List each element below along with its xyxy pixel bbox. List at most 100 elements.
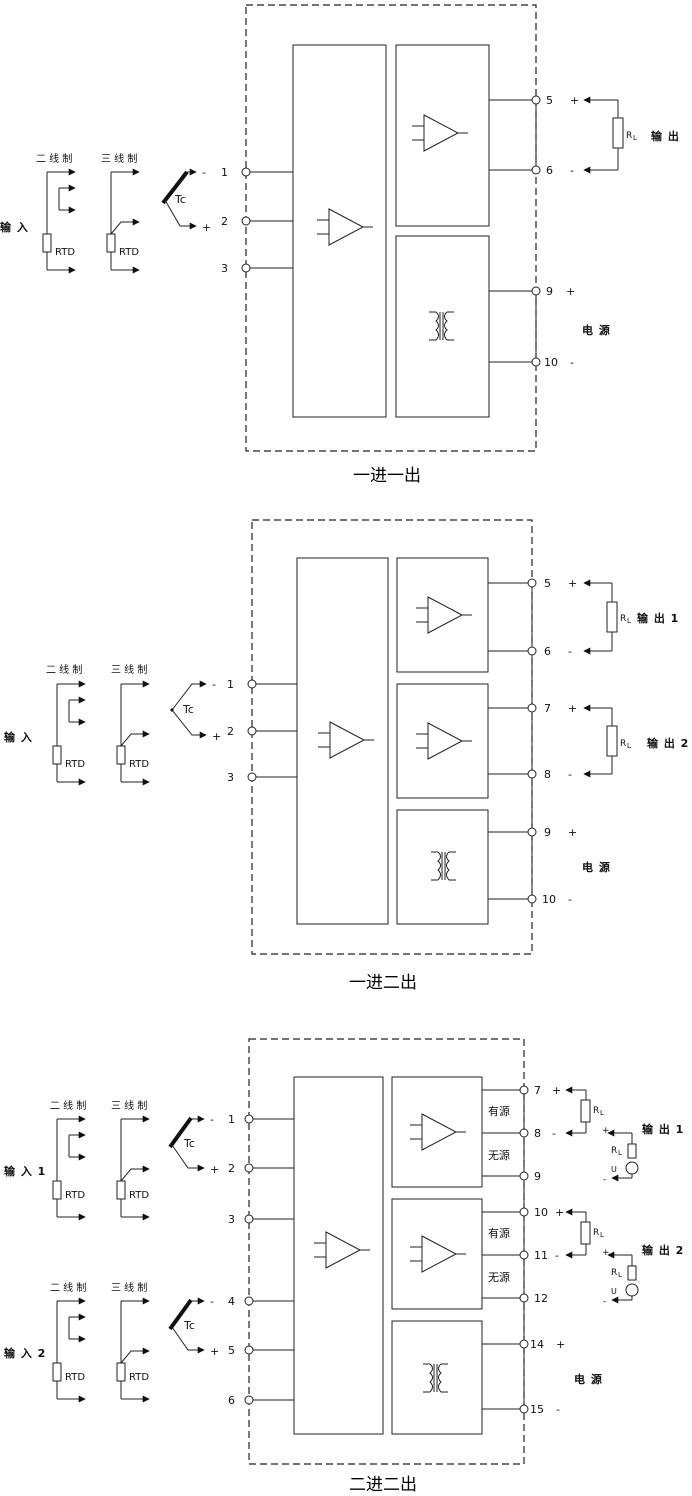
label-text: 5 — [228, 1344, 235, 1357]
output-block-1 — [395, 44, 490, 227]
label-text: + — [202, 221, 211, 234]
module-enclosure-1 — [245, 4, 537, 452]
label-text: - — [552, 1127, 556, 1140]
label-text: + — [570, 94, 579, 107]
label-text: 11 — [534, 1249, 548, 1262]
label-text: 10 — [544, 356, 558, 369]
power-label: 电 源 — [582, 323, 611, 337]
input-block-1 — [292, 44, 387, 418]
input-block-3 — [293, 1076, 384, 1435]
wire-line — [527, 894, 537, 904]
label-text: 5 — [544, 577, 551, 590]
wire-line — [519, 1128, 529, 1138]
wire-line — [168, 1116, 193, 1149]
label-text: - — [570, 356, 574, 369]
label-text: U — [611, 1287, 617, 1296]
output-label: 输 出 — [651, 129, 680, 143]
label-text: + — [556, 1338, 565, 1351]
terminal-2 — [241, 216, 251, 226]
label-text: 输 出 1 — [642, 1122, 684, 1136]
wire-line — [171, 709, 207, 739]
label-text: RTD — [129, 1190, 149, 1201]
wire-line — [171, 1144, 205, 1172]
label-text: 3 — [227, 771, 234, 784]
label-text: L — [618, 1149, 622, 1157]
label-text: L — [600, 1231, 604, 1239]
terminal-6 — [531, 165, 541, 175]
label-text: - — [570, 164, 574, 177]
label-text: 1 — [227, 678, 234, 691]
wire-line — [627, 1265, 637, 1281]
two-wire-label: 二 线 制 — [36, 152, 72, 165]
wire-line — [244, 1114, 254, 1124]
label-text: 4 — [228, 1295, 235, 1308]
wire-line — [519, 1293, 529, 1303]
label-text: 输 入 — [4, 730, 33, 744]
label-text: + — [568, 702, 577, 715]
output-block-3b — [391, 1198, 483, 1310]
label-text: R — [611, 1146, 617, 1156]
label-text: 8 — [534, 1127, 541, 1140]
label-text: R — [626, 131, 632, 141]
wire-line — [171, 680, 207, 711]
label-text: RTD — [55, 247, 75, 258]
wire-line — [53, 1301, 149, 1399]
diagram-1: 1 2 3 5 + 6 - 9 + 10 - 电 源 R L 输 出 — [0, 4, 680, 486]
wire-line — [527, 703, 537, 713]
label-text: + — [210, 1163, 219, 1176]
label-text: 输 出 2 — [647, 736, 689, 750]
diagram-3: 1 2 3 4 5 6 有源 无源 有源 无源 7 + 8 - 9 10 + 1 — [4, 1038, 684, 1495]
wire-line — [247, 679, 257, 689]
caption-1: 一进一出 — [353, 466, 421, 486]
wire-line — [519, 1085, 529, 1095]
label-text: + — [555, 1206, 564, 1219]
label-text: 7 — [544, 702, 551, 715]
label-text: Tc — [182, 703, 194, 716]
module-enclosure-2 — [251, 519, 533, 955]
wire-line — [244, 1345, 254, 1355]
wire-line — [244, 1296, 254, 1306]
wire-line — [244, 1214, 254, 1224]
label-text: + — [602, 1248, 610, 1258]
label-text: - — [568, 768, 572, 781]
label-text: 输 出 2 — [642, 1243, 684, 1257]
label-text: L — [627, 617, 631, 625]
active-label: 有源 — [488, 1104, 510, 1118]
label-text: 3 — [228, 1213, 235, 1226]
label-text: + — [552, 1084, 561, 1097]
label-text: 2 — [228, 1162, 235, 1175]
three-wire-label: 三 线 制 — [101, 152, 137, 165]
caption-2: 一进二出 — [349, 973, 417, 993]
wire-line — [527, 827, 537, 837]
label-text: 有源 — [488, 1226, 510, 1240]
label-text: - — [603, 1297, 606, 1307]
label-text: RTD — [119, 247, 139, 258]
label-text: - — [210, 1113, 214, 1126]
label-text: 6 — [228, 1394, 235, 1407]
label-text: 电 源 — [582, 860, 611, 874]
label-text: L — [633, 134, 637, 142]
wire-line — [519, 1171, 529, 1181]
label-text: + — [568, 826, 577, 839]
terminal-label: 2 — [221, 215, 228, 228]
label-text: R — [593, 1228, 599, 1238]
wire-line — [627, 1143, 637, 1159]
label-text: + — [212, 730, 221, 743]
label-text: 输 入 2 — [4, 1346, 46, 1360]
label-text: 9 — [544, 826, 551, 839]
terminal-label: 1 — [221, 166, 228, 179]
label-text: 三 线 制 — [111, 1099, 147, 1112]
wire-line — [519, 1404, 529, 1414]
label-text: 15 — [530, 1403, 544, 1416]
wire-line — [606, 601, 618, 633]
label-text: 10 — [534, 1206, 548, 1219]
label-text: 6 — [546, 164, 553, 177]
wire-line — [247, 772, 257, 782]
wire-line — [244, 1163, 254, 1173]
label-text: - — [212, 678, 216, 691]
label-text: + — [566, 285, 575, 298]
wire-line — [625, 1283, 639, 1297]
wire-line — [527, 646, 537, 656]
label-text: 无源 — [488, 1270, 510, 1284]
